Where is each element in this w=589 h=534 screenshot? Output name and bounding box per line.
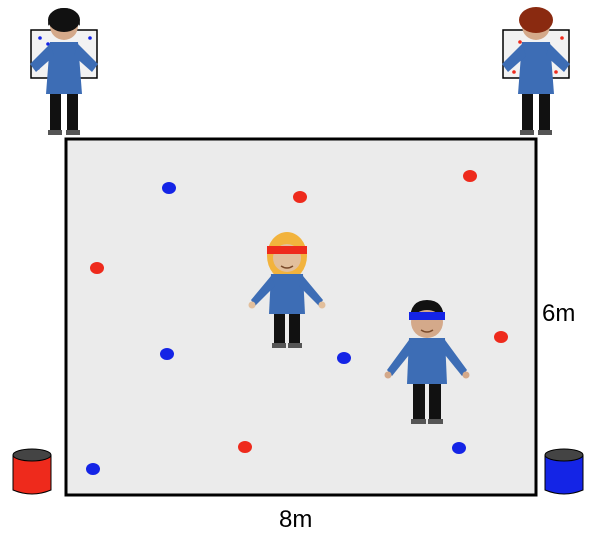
disc-red (90, 262, 104, 274)
blindfolded-player-blue (384, 300, 470, 424)
disc-blue (160, 348, 174, 360)
disc-blue (452, 442, 466, 454)
disc-red (293, 191, 307, 203)
guide-player-red (502, 7, 570, 135)
blindfold-red (267, 246, 307, 254)
disc-group (86, 170, 508, 475)
disc-blue (86, 463, 100, 475)
disc-red (238, 441, 252, 453)
bucket-blue (544, 448, 584, 495)
disc-red (463, 170, 477, 182)
field-height-label: 6m (542, 300, 576, 327)
blindfold-blue (409, 312, 445, 320)
disc-blue (162, 182, 176, 194)
disc-red (494, 331, 508, 343)
disc-blue (337, 352, 351, 364)
guide-player-blue (30, 8, 98, 135)
bucket-red (12, 448, 52, 495)
blindfolded-player-red (248, 232, 326, 348)
field-width-label: 8m (279, 506, 313, 533)
